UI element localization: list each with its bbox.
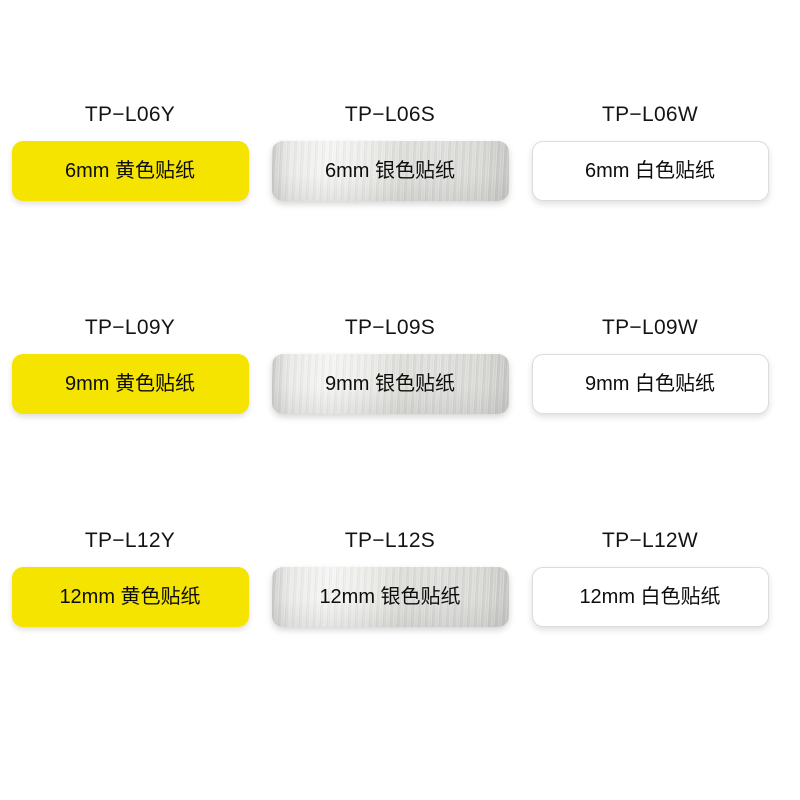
tape-swatch-silver[interactable]: 6mm 银色贴纸 bbox=[271, 141, 509, 201]
tape-swatch-silver[interactable]: 12mm 银色贴纸 bbox=[271, 567, 509, 627]
product-code: TP−L12W bbox=[601, 529, 699, 552]
tape-label-text: 12mm 银色贴纸 bbox=[319, 586, 461, 608]
tape-label-text: 9mm 银色贴纸 bbox=[325, 373, 455, 395]
tape-label-text: 12mm 白色贴纸 bbox=[579, 586, 721, 608]
tape-swatch-white[interactable]: 12mm 白色贴纸 bbox=[531, 567, 769, 627]
product-cell-tp-l12y[interactable]: TP−L12Y 12mm 黄色贴纸 bbox=[0, 530, 260, 627]
product-cell-tp-l12s[interactable]: TP−L12S 12mm 银色贴纸 bbox=[260, 530, 520, 627]
tape-swatch-white[interactable]: 6mm 白色贴纸 bbox=[531, 141, 769, 201]
product-cell-tp-l09w[interactable]: TP−L09W 9mm 白色贴纸 bbox=[520, 317, 780, 414]
product-cell-tp-l09y[interactable]: TP−L09Y 9mm 黄色贴纸 bbox=[0, 317, 260, 414]
tape-swatch-yellow[interactable]: 12mm 黄色贴纸 bbox=[11, 567, 249, 627]
tape-swatch-yellow[interactable]: 9mm 黄色贴纸 bbox=[11, 354, 249, 414]
product-cell-tp-l06s[interactable]: TP−L06S 6mm 银色贴纸 bbox=[260, 104, 520, 201]
tape-label-text: 6mm 白色贴纸 bbox=[585, 160, 715, 182]
product-code: TP−L06W bbox=[601, 103, 699, 126]
product-code: TP−L06S bbox=[344, 103, 436, 126]
tape-label-text: 9mm 白色贴纸 bbox=[585, 373, 715, 395]
tape-swatch-silver[interactable]: 9mm 银色贴纸 bbox=[271, 354, 509, 414]
tape-label-text: 6mm 黄色贴纸 bbox=[65, 160, 195, 182]
product-cell-tp-l12w[interactable]: TP−L12W 12mm 白色贴纸 bbox=[520, 530, 780, 627]
product-row-6mm: TP−L06Y 6mm 黄色贴纸 TP−L06S 6mm 银色贴纸 TP−L06… bbox=[0, 104, 800, 317]
product-row-12mm: TP−L12Y 12mm 黄色贴纸 TP−L12S 12mm 银色贴纸 TP−L… bbox=[0, 530, 800, 743]
product-code: TP−L09W bbox=[601, 316, 699, 339]
product-cell-tp-l06y[interactable]: TP−L06Y 6mm 黄色贴纸 bbox=[0, 104, 260, 201]
tape-label-text: 12mm 黄色贴纸 bbox=[59, 586, 201, 608]
product-code: TP−L12Y bbox=[84, 529, 176, 552]
product-code: TP−L12S bbox=[344, 529, 436, 552]
product-code: TP−L09S bbox=[344, 316, 436, 339]
tape-swatch-yellow[interactable]: 6mm 黄色贴纸 bbox=[11, 141, 249, 201]
tape-label-text: 9mm 黄色贴纸 bbox=[65, 373, 195, 395]
product-row-9mm: TP−L09Y 9mm 黄色贴纸 TP−L09S 9mm 银色贴纸 TP−L09… bbox=[0, 317, 800, 530]
tape-swatch-white[interactable]: 9mm 白色贴纸 bbox=[531, 354, 769, 414]
tape-label-text: 6mm 银色贴纸 bbox=[325, 160, 455, 182]
product-cell-tp-l06w[interactable]: TP−L06W 6mm 白色贴纸 bbox=[520, 104, 780, 201]
product-cell-tp-l09s[interactable]: TP−L09S 9mm 银色贴纸 bbox=[260, 317, 520, 414]
product-code: TP−L09Y bbox=[84, 316, 176, 339]
product-code: TP−L06Y bbox=[84, 103, 176, 126]
